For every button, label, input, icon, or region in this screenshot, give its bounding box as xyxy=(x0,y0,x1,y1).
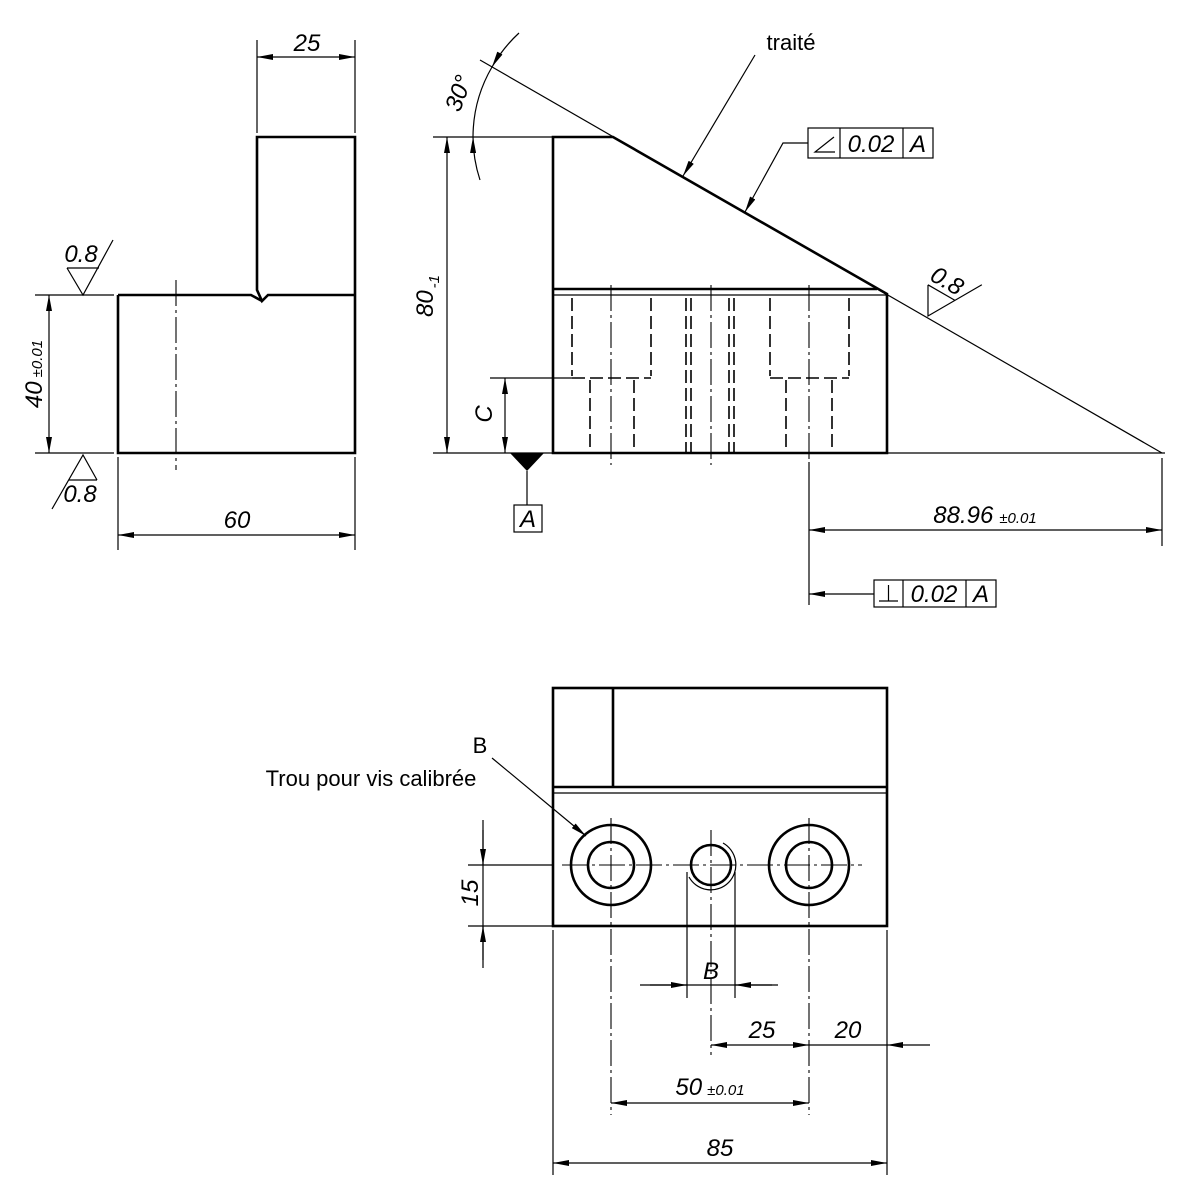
callout-text: Trou pour vis calibrée xyxy=(266,766,477,791)
surface-finish-bottom-text: 0.8 xyxy=(63,481,97,508)
surface-finish-slope: 0.8 xyxy=(926,261,983,318)
side-view: 25 0.8 40 ±0.01 0.8 60 xyxy=(21,30,357,550)
dim-vertical-top: 15 xyxy=(457,820,553,968)
surface-finish-top-text: 0.8 xyxy=(64,241,98,268)
front-view-outline xyxy=(551,135,889,455)
hidden-middle-hole xyxy=(685,298,735,453)
top-view: B Trou pour vis calibrée 15 B 25 xyxy=(266,686,930,1175)
threaded-hole xyxy=(688,842,737,891)
dim-hole: B xyxy=(640,872,778,998)
treatment-note-text: traité xyxy=(767,30,816,55)
surface-finish-icon xyxy=(927,284,983,318)
dim-height-front-tolerance: -1 xyxy=(426,275,443,288)
dim-center-to-hole: 25 xyxy=(711,1017,809,1048)
dim-height-front: 80-1 xyxy=(412,137,450,453)
dim-height-value: 40 xyxy=(21,381,48,408)
hidden-counterbore-right xyxy=(769,298,850,453)
dim-length-text: 88.96 ±0.01 xyxy=(933,502,1037,529)
dim-hole-to-edge: 20 xyxy=(809,1017,930,1048)
surface-finish-icon xyxy=(51,453,98,510)
dim-length-value: 88.96 xyxy=(933,502,994,529)
angle-dimension: 30° xyxy=(440,32,520,181)
datum-label: A xyxy=(518,506,536,533)
perpendicularity-frame: 0.02 A xyxy=(809,579,997,608)
dim-c: C xyxy=(471,377,572,453)
dim-length-tolerance: ±0.01 xyxy=(999,510,1036,527)
callout-letter: B xyxy=(473,733,488,758)
side-view-outline xyxy=(116,135,357,455)
dim-total-width: 85 xyxy=(553,1135,887,1166)
perpendicularity-datum: A xyxy=(971,581,989,608)
dim-height-front-value: 80 xyxy=(412,290,439,317)
dim-width-side: 60 xyxy=(117,457,356,550)
dim-length: 88.96 ±0.01 xyxy=(809,458,1163,546)
dim-hole-spacing-value: 50 xyxy=(675,1074,702,1101)
dim-center-to-hole-text: 25 xyxy=(748,1017,776,1044)
dim-hole-spacing-text: 50 ±0.01 xyxy=(675,1074,744,1101)
perpendicularity-tolerance: 0.02 xyxy=(911,581,958,608)
datum-feature: A xyxy=(510,453,544,533)
angularity-datum: A xyxy=(908,131,926,158)
dim-height-tolerance: ±0.01 xyxy=(29,340,46,377)
dim-top-width: 25 xyxy=(256,30,356,133)
angularity-tolerance: 0.02 xyxy=(848,131,895,158)
datum-triangle-icon xyxy=(510,453,544,471)
top-view-outline xyxy=(551,686,889,928)
angularity-frame: 0.02 A xyxy=(744,127,934,213)
hole-callout: B Trou pour vis calibrée xyxy=(266,733,587,837)
angularity-icon xyxy=(813,136,835,153)
dim-c-text: C xyxy=(471,405,498,423)
front-view: 30° traité 0.02 A 0.8 80-1 xyxy=(412,30,1165,608)
dim-total-width-text: 85 xyxy=(707,1135,734,1162)
dim-width-side-text: 60 xyxy=(224,507,251,534)
surface-finish-top: 0.8 xyxy=(64,239,114,297)
angularity-leader xyxy=(744,142,808,213)
dim-hole-to-edge-text: 20 xyxy=(834,1017,862,1044)
dim-height-front-text: 80-1 xyxy=(412,275,443,317)
dim-hole-spacing: 50 ±0.01 xyxy=(611,1074,809,1106)
perpendicularity-icon xyxy=(879,585,898,602)
dim-vertical-text: 15 xyxy=(457,879,484,906)
dim-height-side-text: 40 ±0.01 xyxy=(21,340,48,408)
dim-height-side: 40 ±0.01 xyxy=(21,294,114,454)
angle-text: 30° xyxy=(440,71,478,115)
dim-hole-text: B xyxy=(703,958,719,985)
treatment-note: traité xyxy=(682,30,816,177)
surface-finish-bottom: 0.8 xyxy=(51,453,98,510)
dim-hole-spacing-tolerance: ±0.01 xyxy=(707,1082,744,1099)
dim-top-width-text: 25 xyxy=(293,30,321,57)
